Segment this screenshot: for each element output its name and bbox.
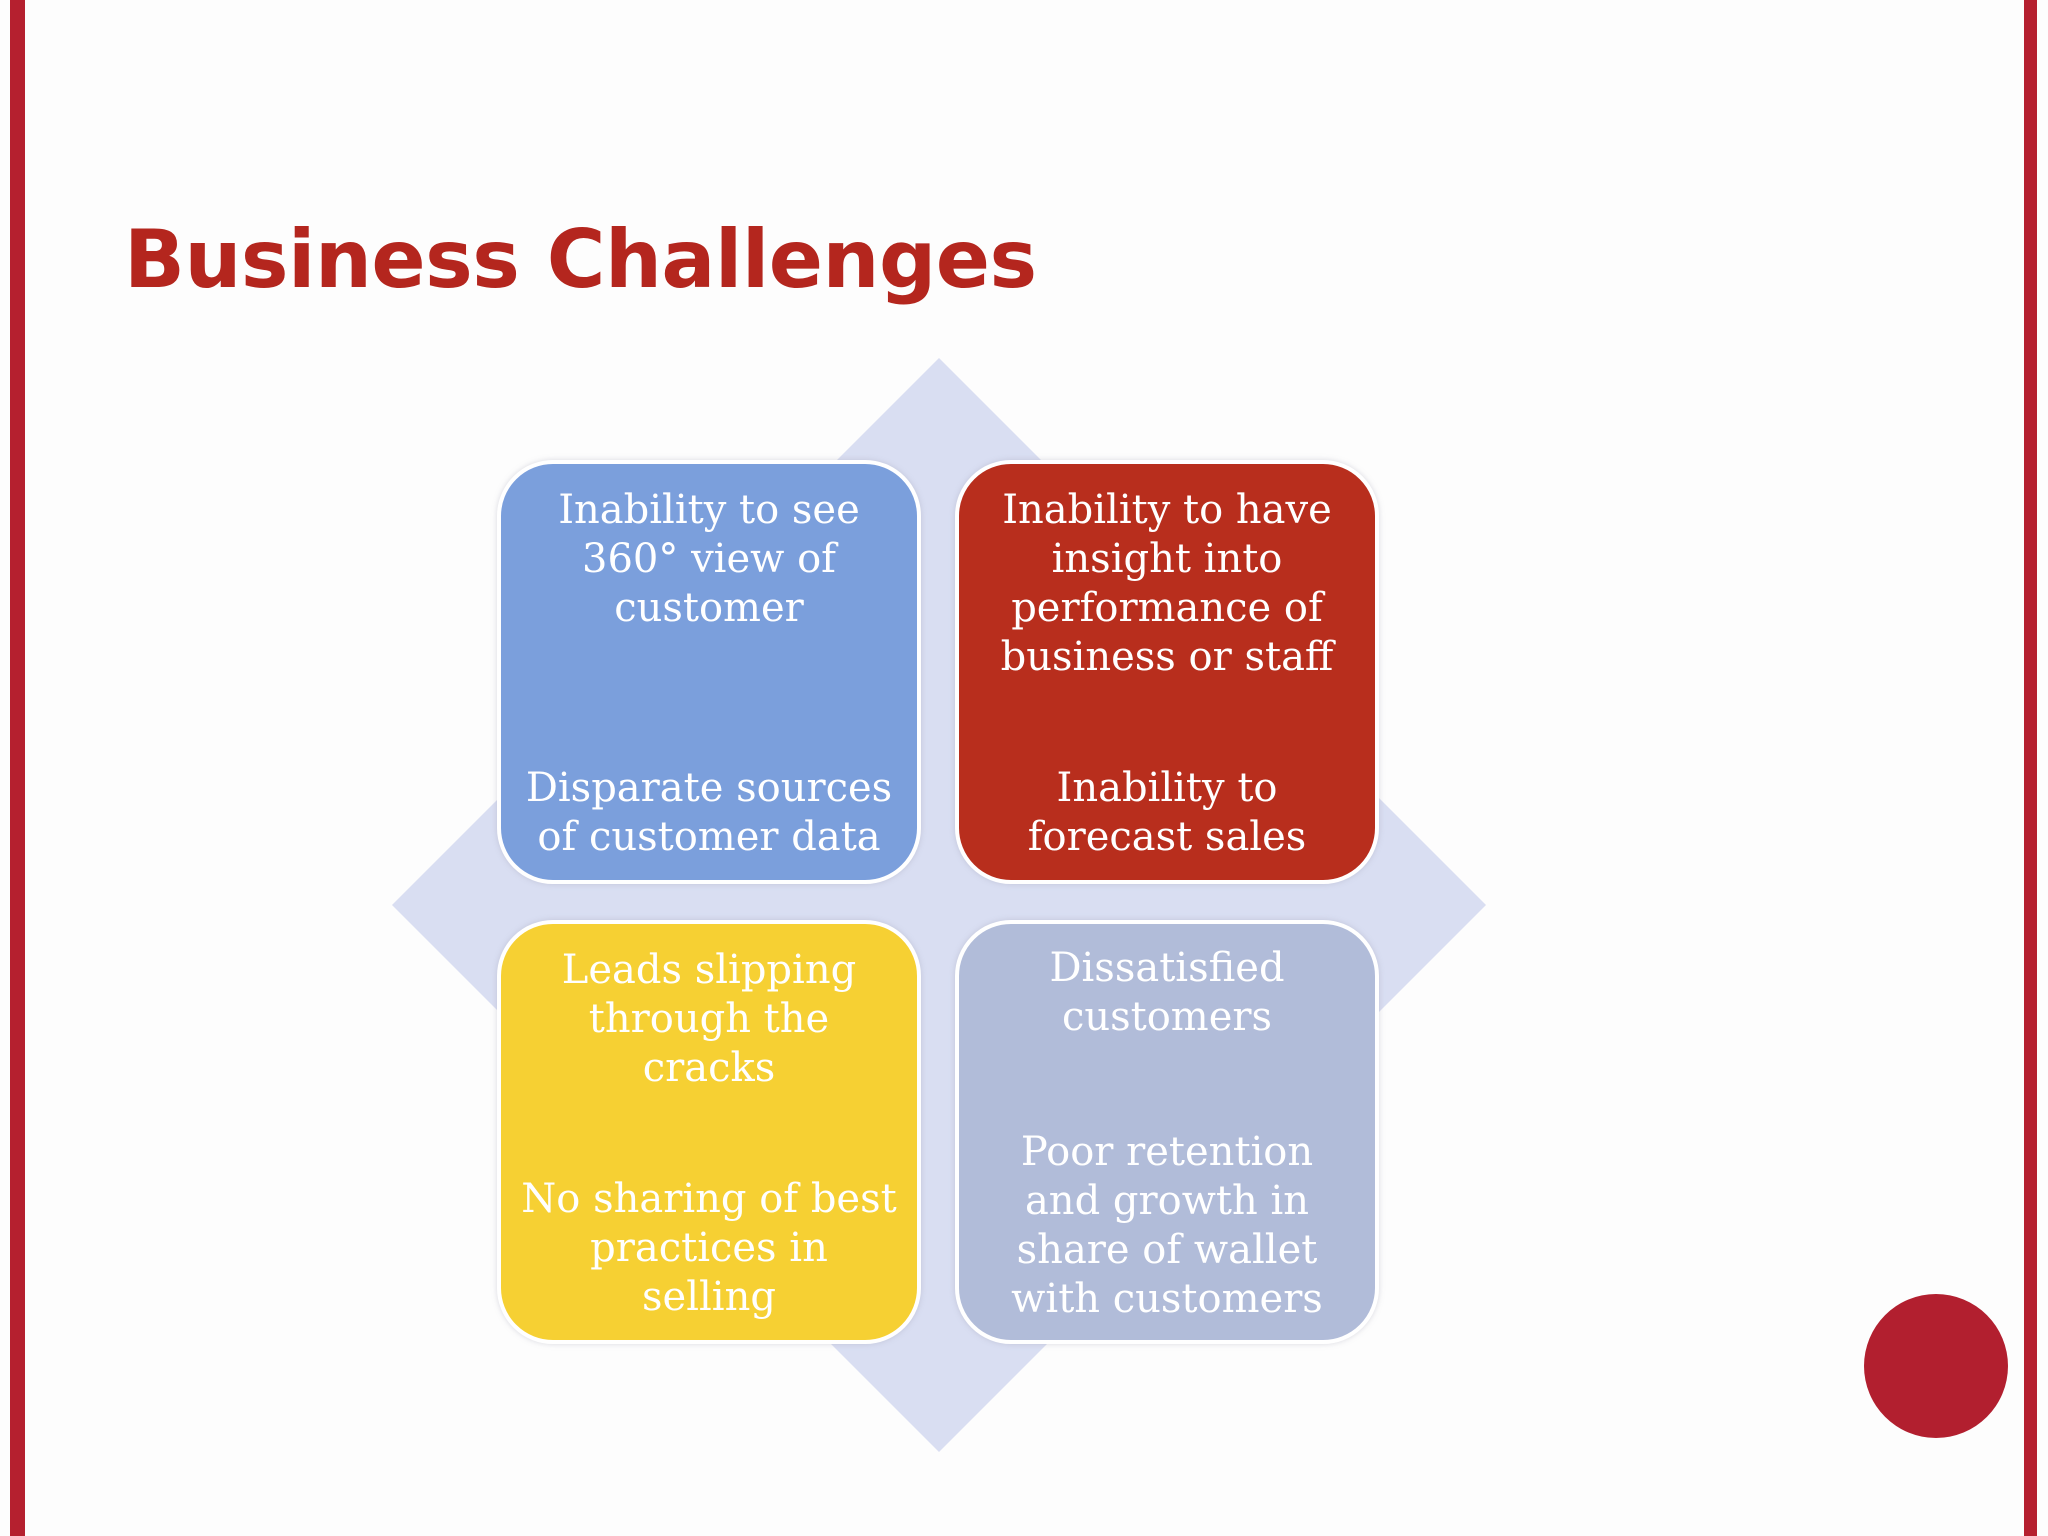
quadrant-bottom-left-secondary-text: No sharing of best practices in selling	[521, 1176, 897, 1320]
quadrant-bottom-right-primary-text: Dissatisfied customers	[1049, 945, 1285, 1040]
quadrant-bottom-left: Leads slipping through the cracks No sha…	[497, 920, 921, 1344]
quadrant-top-right-secondary-text: Inability to forecast sales	[1027, 765, 1307, 860]
slide-title: Business Challenges	[124, 213, 1037, 306]
quadrant-top-left-primary-text: Inability to see 360° view of customer	[558, 487, 860, 631]
quadrant-bottom-right-secondary-text: Poor retention and growth in share of wa…	[1011, 1129, 1323, 1322]
left-border-bar	[10, 0, 25, 1536]
quadrant-top-right-primary-text: Inability to have insight into performan…	[1000, 487, 1334, 680]
quadrant-top-left-secondary-text: Disparate sources of customer data	[525, 765, 893, 860]
decorative-red-circle	[1864, 1294, 2008, 1438]
quadrant-bottom-left-primary-text: Leads slipping through the cracks	[561, 947, 857, 1091]
right-border-bar	[2024, 0, 2037, 1536]
quadrant-bottom-right: Dissatisfied customers Poor retention an…	[955, 920, 1379, 1344]
quadrant-top-right: Inability to have insight into performan…	[955, 460, 1379, 884]
quadrant-top-left: Inability to see 360° view of customer D…	[497, 460, 921, 884]
